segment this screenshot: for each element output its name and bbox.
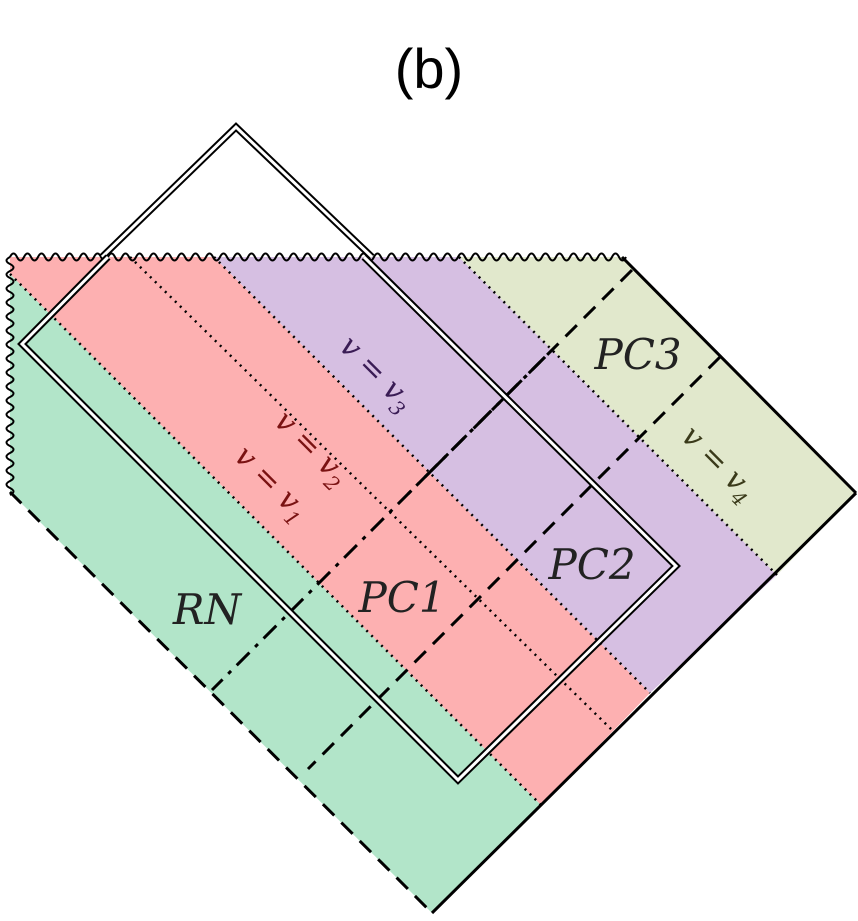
double-line-contour-inner bbox=[19, 255, 679, 783]
double-line-diamond-inner bbox=[100, 124, 374, 259]
region-pc1-fill bbox=[10, 257, 650, 805]
boundary-right-lower bbox=[430, 491, 858, 915]
region-pc2-fill bbox=[214, 257, 777, 693]
dashdot-horizon-pc2 bbox=[429, 355, 547, 473]
dashed-horizon-pc3 bbox=[406, 268, 634, 496]
panel-label: (b) bbox=[395, 37, 463, 100]
region-label-rn: RN bbox=[172, 585, 243, 634]
singularity-top-wavy-line bbox=[9, 252, 627, 262]
region-rn-fill bbox=[10, 257, 541, 913]
boundary-left-lower-dashed bbox=[8, 490, 434, 915]
dotted-line-v4 bbox=[458, 256, 778, 576]
region-label-pc1: PC1 bbox=[357, 573, 445, 622]
double-line-diamond-outer bbox=[99, 122, 375, 260]
dotted-line-v3 bbox=[213, 256, 651, 694]
region-label-pc3: PC3 bbox=[593, 330, 681, 379]
region-label-pc2: PC2 bbox=[547, 540, 635, 589]
dotted-line-v2 bbox=[129, 256, 613, 731]
boundary-right-upper bbox=[620, 255, 858, 495]
dashed-horizon-lower bbox=[306, 355, 722, 771]
region-pc3-fill bbox=[459, 257, 856, 575]
singularity-left-wavy-line bbox=[5, 256, 15, 496]
